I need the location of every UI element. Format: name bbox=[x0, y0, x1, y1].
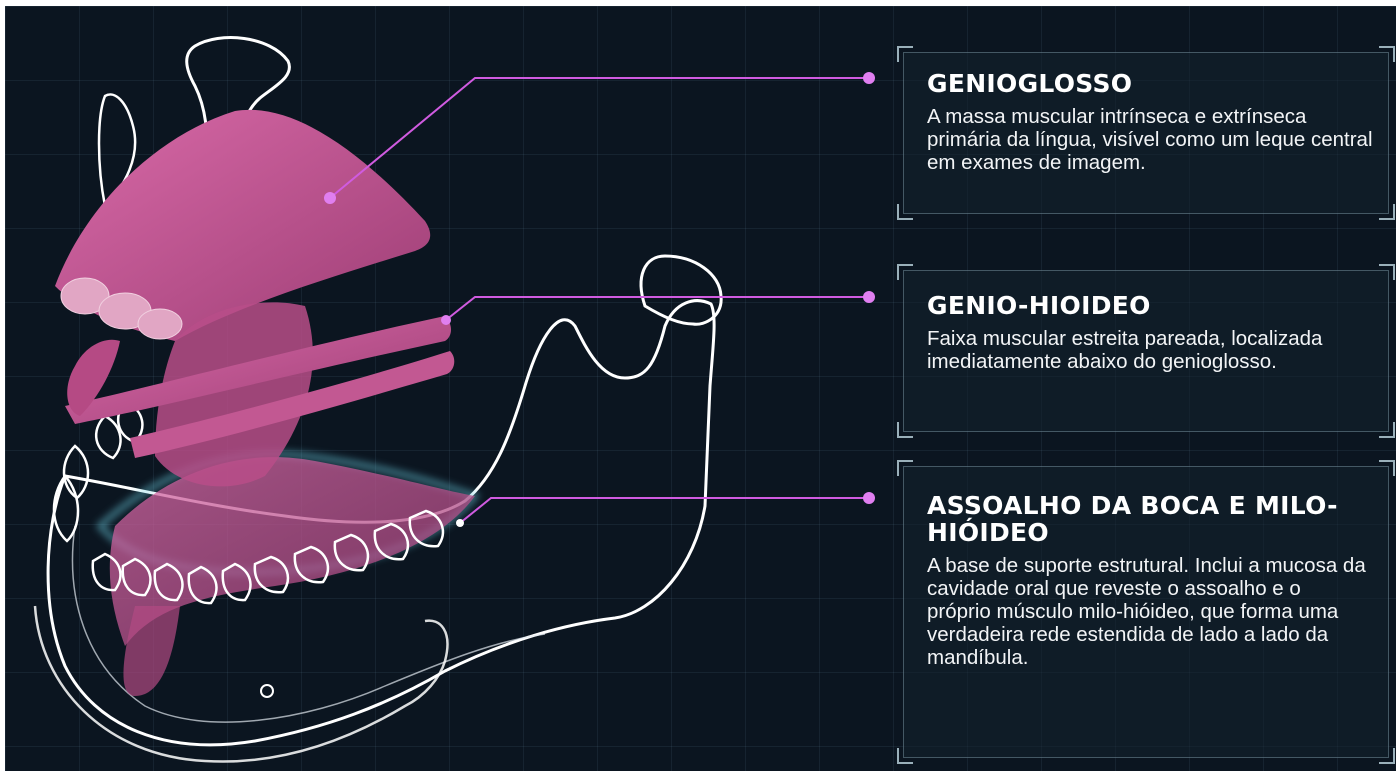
label-card-geniohioideo: GENIO-HIOIDEO Faixa muscular estreita pa… bbox=[903, 270, 1389, 432]
corner-bracket bbox=[897, 264, 913, 280]
leader-assoalho bbox=[460, 498, 869, 523]
label-title: GENIO-HIOIDEO bbox=[927, 292, 1377, 319]
label-description: A massa muscular intrínseca e extrínseca… bbox=[927, 105, 1385, 174]
diagram-canvas: GENIOGLOSSO A massa muscular intrínseca … bbox=[5, 6, 1396, 771]
label-description: A base de suporte estrutural. Inclui a m… bbox=[927, 554, 1367, 669]
label-card-assoalho: ASSOALHO DA BOCA E MILO-HIÓIDEO A base d… bbox=[903, 466, 1389, 758]
corner-bracket bbox=[1379, 264, 1395, 280]
leader-dot-geniohioideo-end bbox=[863, 291, 875, 303]
label-description: Faixa muscular estreita pareada, localiz… bbox=[927, 327, 1377, 373]
leader-genioglosso bbox=[330, 78, 869, 198]
corner-bracket bbox=[1379, 46, 1395, 62]
corner-bracket bbox=[897, 422, 913, 438]
corner-bracket bbox=[1379, 422, 1395, 438]
label-card-genioglosso: GENIOGLOSSO A massa muscular intrínseca … bbox=[903, 52, 1389, 214]
leader-dot-geniohioideo-start bbox=[441, 315, 451, 325]
corner-bracket bbox=[1379, 748, 1395, 764]
corner-bracket bbox=[1379, 204, 1395, 220]
leader-dot-genioglosso-start bbox=[324, 192, 336, 204]
leader-geniohioideo bbox=[446, 297, 869, 320]
corner-bracket bbox=[897, 460, 913, 476]
corner-bracket bbox=[1379, 460, 1395, 476]
leader-dot-assoalho-start bbox=[456, 519, 464, 527]
corner-bracket bbox=[897, 46, 913, 62]
leader-dot-genioglosso-end bbox=[863, 72, 875, 84]
leader-dot-assoalho-end bbox=[863, 492, 875, 504]
corner-bracket bbox=[897, 748, 913, 764]
label-title: GENIOGLOSSO bbox=[927, 70, 1385, 97]
label-title: ASSOALHO DA BOCA E MILO-HIÓIDEO bbox=[927, 492, 1367, 546]
corner-bracket bbox=[897, 204, 913, 220]
